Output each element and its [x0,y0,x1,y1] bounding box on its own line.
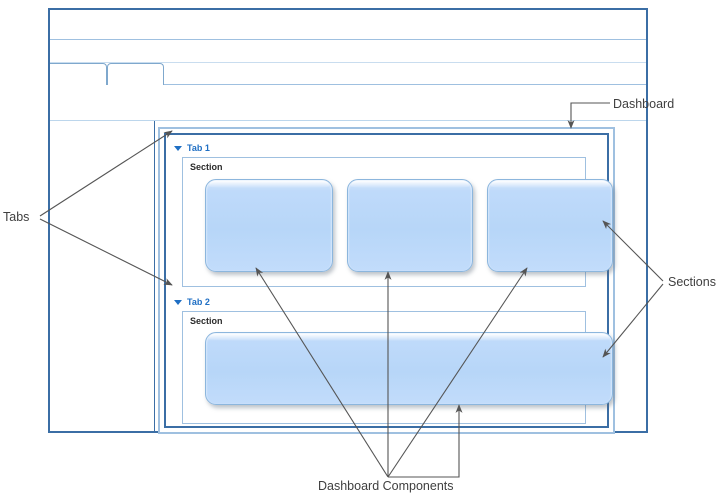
section-1-label: Section [190,162,223,172]
window-title-bar [50,10,646,40]
dashboard[interactable]: Tab 1 Section [158,127,615,434]
window-tab-1[interactable] [50,63,107,85]
dashboard-component-1[interactable] [205,179,333,272]
section-2-label: Section [190,316,223,326]
dashboard-tab-2-label: Tab 2 [187,297,210,307]
dashboard-tab-1-label: Tab 1 [187,143,210,153]
dashboard-component-4[interactable] [205,332,613,405]
annotation-label-sections: Sections [668,275,716,289]
window-toolbar [50,85,646,121]
dashboard-tab-2[interactable]: Tab 2 [174,295,210,309]
annotation-label-tabs: Tabs [3,210,30,224]
triangle-down-icon [174,145,182,151]
sidebar-pane [50,121,155,431]
dashboard-component-2[interactable] [347,179,473,272]
dashboard-section-2: Section [182,311,613,424]
window-content-area: Tab 1 Section [50,121,646,434]
dashboard-component-3[interactable] [487,179,613,272]
dashboard-tab-1[interactable]: Tab 1 [174,141,210,155]
annotation-label-dashboard: Dashboard [613,97,675,111]
application-window: Tab 1 Section [48,8,648,434]
window-tab-strip [50,63,646,85]
annotation-label-dashboard-components: Dashboard Components [318,479,454,493]
dashboard-section-1: Section [182,157,613,287]
dashboard-inner-frame: Tab 1 Section [164,133,613,428]
triangle-down-icon [174,299,182,305]
window-menu-strip [50,40,646,63]
window-tab-2[interactable] [107,63,164,85]
